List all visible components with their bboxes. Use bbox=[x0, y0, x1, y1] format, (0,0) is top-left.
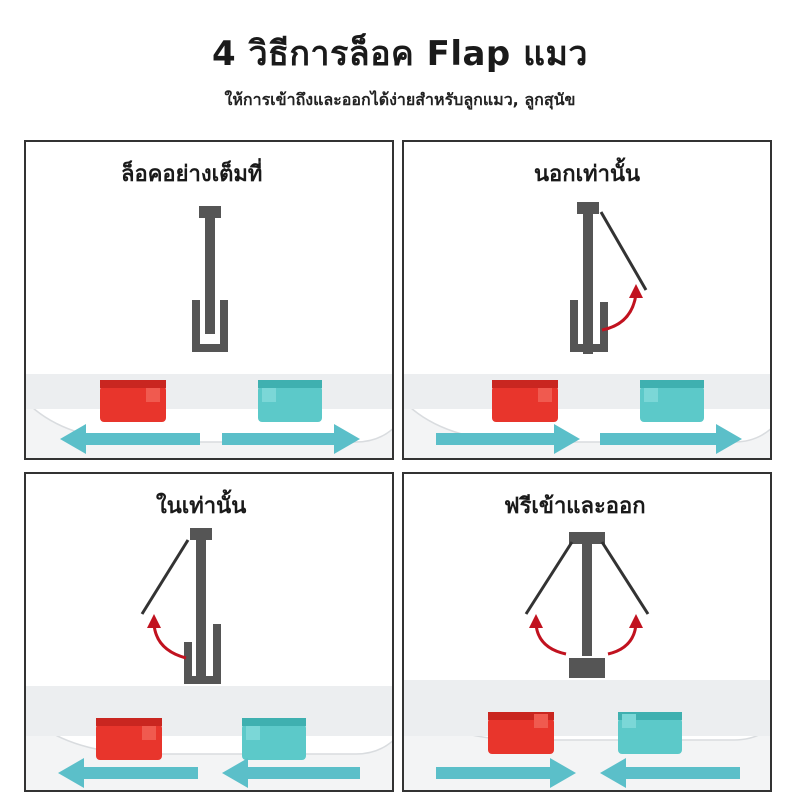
panel-out-only: นอกเท่านั้น bbox=[402, 140, 772, 460]
panel-label: ฟรีเข้าและออก bbox=[504, 494, 646, 519]
teal-slider[interactable] bbox=[258, 380, 322, 422]
panel-illustration bbox=[404, 532, 770, 790]
left-arrow bbox=[58, 758, 198, 788]
right-arrow bbox=[436, 758, 576, 788]
panel-in-only: ในเท่านั้น bbox=[24, 472, 394, 792]
right-arrow bbox=[600, 424, 742, 454]
flap-diagram bbox=[140, 528, 221, 684]
curved-arrow-icon bbox=[601, 284, 643, 332]
flap-diagram bbox=[524, 532, 650, 678]
left-arrow bbox=[222, 758, 360, 788]
left-arrow bbox=[600, 758, 740, 788]
panel-fully-locked: ล็อคอย่างเต็มที่ bbox=[24, 140, 394, 460]
curved-arrow-icon bbox=[529, 614, 567, 656]
curved-arrow-icon bbox=[147, 614, 187, 660]
teal-slider[interactable] bbox=[618, 712, 682, 754]
panel-free-in-out: ฟรีเข้าและออก bbox=[402, 472, 772, 792]
panel-label: ในเท่านั้น bbox=[156, 494, 247, 519]
panel-illustration bbox=[404, 202, 770, 458]
red-slider[interactable] bbox=[96, 718, 162, 760]
flap-diagram bbox=[570, 202, 648, 354]
panel-illustration bbox=[26, 206, 392, 458]
flap-diagram bbox=[192, 206, 228, 352]
curved-arrow-icon bbox=[607, 614, 643, 656]
panel-illustration bbox=[26, 528, 392, 790]
red-slider[interactable] bbox=[488, 712, 554, 754]
teal-slider[interactable] bbox=[242, 718, 306, 760]
red-slider[interactable] bbox=[100, 380, 166, 422]
left-arrow bbox=[60, 424, 200, 454]
page-title: 4 วิธีการล็อค Flap แมว bbox=[211, 34, 589, 74]
panel-label: นอกเท่านั้น bbox=[534, 162, 641, 187]
right-arrow bbox=[222, 424, 360, 454]
panel-label: ล็อคอย่างเต็มที่ bbox=[121, 162, 263, 187]
right-arrow bbox=[436, 424, 580, 454]
red-slider[interactable] bbox=[492, 380, 558, 422]
page-subtitle: ให้การเข้าถึงและออกได้ง่ายสำหรับลูกแมว, … bbox=[224, 90, 576, 109]
teal-slider[interactable] bbox=[640, 380, 704, 422]
